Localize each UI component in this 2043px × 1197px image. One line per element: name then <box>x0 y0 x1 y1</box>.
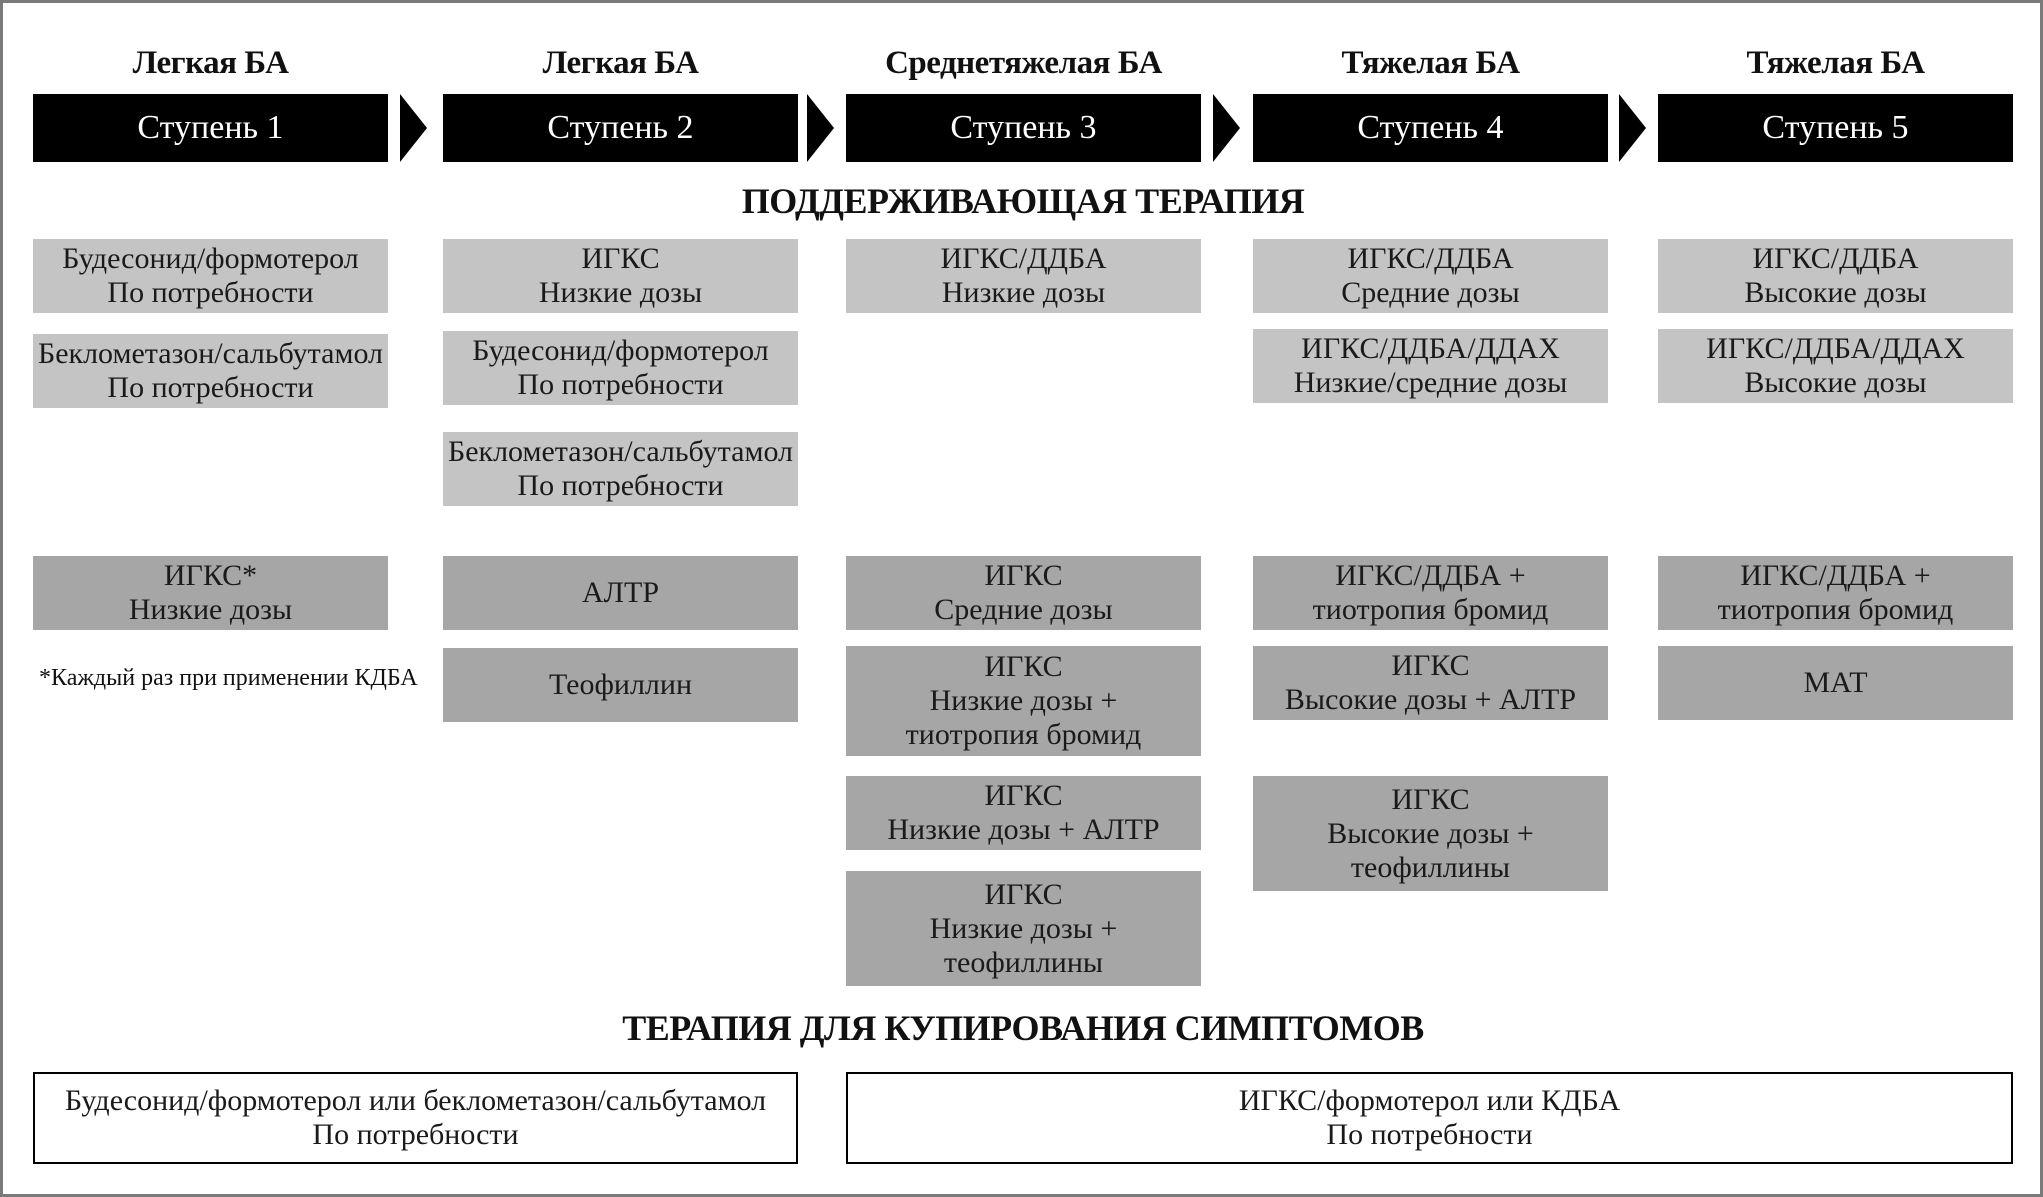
step-bar-2: Ступень 2 <box>443 94 798 162</box>
footnote: *Каждый раз при применении КДБА <box>39 665 418 691</box>
box-line: ИГКС <box>984 877 1063 911</box>
box-line: Низкие дозы <box>128 593 293 626</box>
therapy-box-step2-preferred-2: Будесонид/формотерол По потребности <box>443 331 798 405</box>
maintenance-therapy-title: ПОДДЕРЖИВАЮЩАЯ ТЕРАПИЯ <box>741 181 1305 221</box>
box-line: По потребности <box>517 469 724 502</box>
box-line: ИГКС/ДДБА/ДДАХ <box>1706 332 1965 365</box>
box-line: Беклометазон/сальбутамол <box>37 337 384 370</box>
step-bar-5: Ступень 5 <box>1658 94 2013 162</box>
therapy-box-step1-preferred-1: Будесонид/формотерол По потребности <box>33 239 388 313</box>
step-label-4: Ступень 4 <box>1357 109 1504 146</box>
box-line: Высокие дозы + АЛТР <box>1284 683 1577 716</box>
therapy-box-step2-alternative-1: АЛТР <box>443 556 798 630</box>
box-line: ИГКС <box>1391 782 1470 816</box>
box-line: ИГКС <box>581 242 660 275</box>
box-line: ИГКС/ДДБА + <box>1335 559 1526 592</box>
box-line: Низкие дозы + АЛТР <box>887 813 1160 846</box>
step-bar-1: Ступень 1 <box>33 94 388 162</box>
box-line: тиотропия бромид <box>905 718 1142 751</box>
severity-step-5: Тяжелая БА <box>1746 45 1925 81</box>
therapy-box-step1-preferred-2: Беклометазон/сальбутамол По потребности <box>33 334 388 408</box>
box-line: ИГКС/ДДБА <box>1347 242 1514 275</box>
therapy-box-step5-alternative-2: МАТ <box>1658 646 2013 720</box>
therapy-box-step5-preferred-1: ИГКС/ДДБА Высокие дозы <box>1658 239 2013 313</box>
therapy-box-step4-alternative-2: ИГКС Высокие дозы + АЛТР <box>1253 646 1608 720</box>
therapy-box-step4-preferred-1: ИГКС/ДДБА Средние дозы <box>1253 239 1608 313</box>
box-line: По потребности <box>1326 1118 1533 1151</box>
therapy-box-step1-alternative-1: ИГКС* Низкие дозы <box>33 556 388 630</box>
box-line: ИГКС <box>1391 649 1470 682</box>
box-line: ИГКС/ДДБА <box>1752 242 1919 275</box>
therapy-box-step4-alternative-1: ИГКС/ДДБА + тиотропия бромид <box>1253 556 1608 630</box>
step-label-5: Ступень 5 <box>1762 109 1909 146</box>
severity-step-1: Легкая БА <box>132 45 289 81</box>
step-label-1: Ступень 1 <box>137 109 284 146</box>
box-line: тиотропия бромид <box>1312 593 1549 626</box>
box-line: Низкие дозы + <box>929 684 1118 717</box>
box-line: Низкие/средние дозы <box>1293 366 1568 399</box>
therapy-box-step2-alternative-2: Теофиллин <box>443 648 798 722</box>
box-line: Будесонид/формотерол <box>62 242 359 275</box>
therapy-box-step3-alternative-1: ИГКС Средние дозы <box>846 556 1201 630</box>
therapy-box-step3-alternative-2: ИГКС Низкие дозы + тиотропия бромид <box>846 646 1201 756</box>
box-line: ИГКС <box>984 779 1063 812</box>
box-line: Беклометазон/сальбутамол <box>447 435 794 468</box>
box-line: ИГКС/ДДБА/ДДАХ <box>1301 332 1560 365</box>
box-line: Высокие дозы + <box>1327 816 1534 850</box>
step-arrow-icon <box>400 94 427 162</box>
box-line: АЛТР <box>581 576 660 609</box>
box-line: ИГКС/формотерол или КДБА <box>1238 1084 1621 1117</box>
severity-step-2: Легкая БА <box>542 45 699 81</box>
box-line: ИГКС* <box>163 559 258 592</box>
step-label-3: Ступень 3 <box>950 109 1097 146</box>
box-line: По потребности <box>107 276 314 309</box>
therapy-box-step4-preferred-2: ИГКС/ДДБА/ДДАХ Низкие/средние дозы <box>1253 329 1608 403</box>
box-line: ИГКС/ДДБА + <box>1740 559 1931 592</box>
box-line: Теофиллин <box>548 668 693 701</box>
reliever-box-steps-3-5: ИГКС/формотерол или КДБА По потребности <box>846 1072 2013 1164</box>
therapy-box-step2-preferred-1: ИГКС Низкие дозы <box>443 239 798 313</box>
step-label-2: Ступень 2 <box>547 109 694 146</box>
step-bar-4: Ступень 4 <box>1253 94 1608 162</box>
therapy-box-step2-preferred-3: Беклометазон/сальбутамол По потребности <box>443 432 798 506</box>
box-line: Средние дозы <box>1341 276 1520 309</box>
therapy-box-step3-alternative-4: ИГКС Низкие дозы + теофиллины <box>846 871 1201 986</box>
severity-step-3: Среднетяжелая БА <box>885 45 1162 81</box>
box-line: Высокие дозы <box>1744 366 1927 399</box>
box-line: МАТ <box>1803 666 1868 699</box>
reliever-box-steps-1-2: Будесонид/формотерол или беклометазон/са… <box>33 1072 798 1164</box>
step-arrow-icon <box>1619 94 1646 162</box>
therapy-box-step3-alternative-3: ИГКС Низкие дозы + АЛТР <box>846 776 1201 850</box>
box-line: По потребности <box>517 368 724 401</box>
box-line: теофиллины <box>943 945 1104 979</box>
box-line: Будесонид/формотерол <box>472 334 769 367</box>
therapy-box-step3-preferred-1: ИГКС/ДДБА Низкие дозы <box>846 239 1201 313</box>
box-line: Высокие дозы <box>1744 276 1927 309</box>
box-line: Низкие дозы <box>941 276 1106 309</box>
box-line: Низкие дозы <box>538 276 703 309</box>
therapy-box-step5-preferred-2: ИГКС/ДДБА/ДДАХ Высокие дозы <box>1658 329 2013 403</box>
box-line: По потребности <box>107 371 314 404</box>
box-line: Средние дозы <box>934 593 1113 626</box>
therapy-box-step5-alternative-1: ИГКС/ДДБА + тиотропия бромид <box>1658 556 2013 630</box>
box-line: тиотропия бромид <box>1717 593 1954 626</box>
box-line: ИГКС/ДДБА <box>940 242 1107 275</box>
therapy-box-step4-alternative-3: ИГКС Высокие дозы + теофиллины <box>1253 776 1608 891</box>
box-line: Будесонид/формотерол или беклометазон/са… <box>64 1084 767 1117</box>
step-arrow-icon <box>1213 94 1240 162</box>
box-line: теофиллины <box>1350 850 1511 884</box>
step-bar-3: Ступень 3 <box>846 94 1201 162</box>
box-line: ИГКС <box>984 650 1063 683</box>
step-arrow-icon <box>807 94 834 162</box>
box-line: По потребности <box>312 1118 519 1151</box>
box-line: ИГКС <box>984 559 1063 592</box>
severity-step-4: Тяжелая БА <box>1341 45 1520 81</box>
box-line: Низкие дозы + <box>929 911 1118 945</box>
reliever-therapy-title: ТЕРАПИЯ ДЛЯ КУПИРОВАНИЯ СИМПТОМОВ <box>622 1008 1424 1048</box>
